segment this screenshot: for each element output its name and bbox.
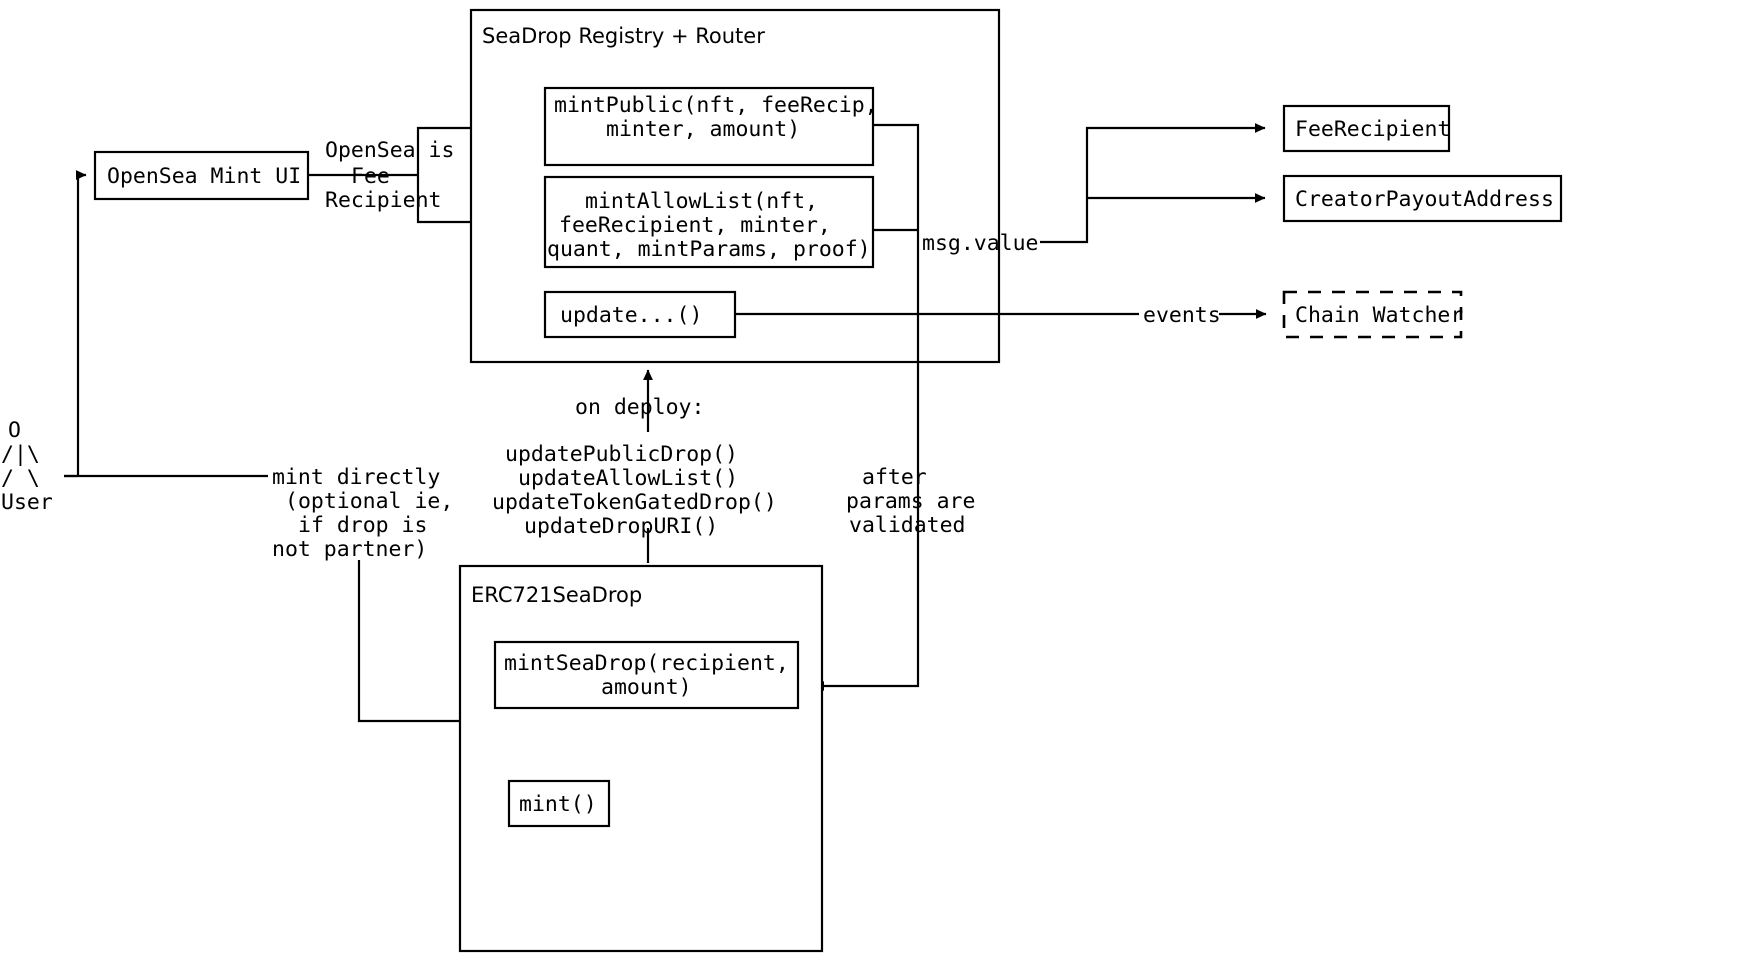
user-figure-head: O bbox=[8, 418, 21, 443]
mint-seadrop-line-1: mintSeaDrop(recipient, bbox=[504, 651, 789, 676]
node-fee-recipient[interactable]: FeeRecipient bbox=[1282, 104, 1451, 153]
mint-directly-line-2: (optional ie, bbox=[285, 489, 453, 514]
erc721-seadrop-container-box bbox=[458, 564, 824, 953]
fee-recipient-label: FeeRecipient bbox=[1295, 117, 1450, 142]
mint-seadrop-line-2: amount) bbox=[601, 675, 692, 700]
node-update-fn[interactable]: update...() bbox=[543, 290, 737, 339]
node-mint-public[interactable]: mintPublic(nft, feeRecip, minter, amount… bbox=[543, 86, 878, 167]
node-mint-allow-list[interactable]: mintAllowList(nft, feeRecipient, minter,… bbox=[543, 175, 875, 269]
edge-trunk-to-mintseadrop bbox=[813, 242, 920, 691]
node-chain-watcher[interactable]: Chain Watcher bbox=[1282, 290, 1463, 339]
user-figure-legs: / \ bbox=[1, 466, 40, 491]
edge-label-msg-value: msg.value bbox=[922, 231, 1039, 256]
edge-label-on-deploy: on deploy: updatePublicDrop() updateAllo… bbox=[492, 395, 777, 539]
creator-payout-address-label: CreatorPayoutAddress bbox=[1295, 187, 1554, 212]
opensea-is-fee-recipient-line-2: Fee bbox=[351, 164, 390, 189]
update-fn-box bbox=[543, 290, 737, 339]
fee-recipient-box bbox=[1282, 104, 1451, 153]
on-deploy-fn-1: updatePublicDrop() bbox=[505, 442, 738, 467]
mint-directly-line-4: not partner) bbox=[272, 537, 427, 562]
edge-label-events: events bbox=[1143, 303, 1221, 328]
mint-directly-line-3: if drop is bbox=[298, 513, 427, 538]
mint-fn-box bbox=[507, 779, 611, 828]
on-deploy-fn-3: updateTokenGatedDrop() bbox=[492, 490, 777, 515]
node-opensea-mint-ui[interactable]: OpenSea Mint UI bbox=[93, 150, 310, 201]
user-actor: O /|\ / \ User bbox=[1, 418, 53, 515]
user-label: User bbox=[1, 490, 53, 515]
mint-allow-list-line-3: quant, mintParams, proof) bbox=[547, 237, 871, 262]
mint-public-line-1: mintPublic(nft, feeRecip, bbox=[554, 93, 878, 118]
node-creator-payout-address[interactable]: CreatorPayoutAddress bbox=[1282, 174, 1563, 223]
mint-directly-line-1: mint directly bbox=[272, 465, 440, 490]
mint-seadrop-box bbox=[493, 640, 800, 710]
user-figure-arms: /|\ bbox=[1, 442, 40, 467]
update-fn-label: update...() bbox=[560, 303, 702, 328]
on-deploy-fn-4: updateDropURI() bbox=[524, 514, 718, 539]
after-params-line-2: params are bbox=[846, 489, 975, 514]
mint-allow-list-line-1: mintAllowList(nft, bbox=[585, 189, 818, 214]
mint-allow-list-box bbox=[543, 175, 875, 269]
opensea-mint-ui-label: OpenSea Mint UI bbox=[107, 164, 301, 189]
erc721-seadrop-container-title: ERC721SeaDrop bbox=[471, 583, 642, 607]
on-deploy-heading: on deploy: bbox=[575, 395, 704, 420]
mint-public-line-2: minter, amount) bbox=[606, 117, 800, 142]
mint-fn-label: mint() bbox=[519, 792, 597, 817]
node-mint-fn[interactable]: mint() bbox=[507, 779, 611, 828]
chain-watcher-label: Chain Watcher bbox=[1295, 303, 1463, 328]
edge-msgvalue-to-fee-recipient bbox=[1040, 123, 1266, 244]
edge-label-after-params-validated: after params are validated bbox=[846, 465, 975, 538]
after-params-line-3: validated bbox=[849, 513, 966, 538]
on-deploy-fn-2: updateAllowList() bbox=[518, 466, 738, 491]
opensea-is-fee-recipient-line-3: Recipient bbox=[325, 188, 442, 213]
edge-label-mint-directly: mint directly (optional ie, if drop is n… bbox=[272, 465, 453, 562]
node-mint-seadrop[interactable]: mintSeaDrop(recipient, amount) bbox=[493, 640, 800, 710]
edge-label-opensea-is-fee-recipient: OpenSea is Fee Recipient bbox=[325, 138, 454, 213]
registry-container-title: SeaDrop Registry + Router bbox=[482, 24, 765, 48]
opensea-is-fee-recipient-line-1: OpenSea is bbox=[325, 138, 454, 163]
edge-mintpublic-to-trunk bbox=[873, 123, 920, 242]
mint-allow-list-line-2: feeRecipient, minter, bbox=[559, 213, 831, 238]
mint-public-box bbox=[543, 86, 875, 167]
chain-watcher-box bbox=[1282, 290, 1463, 339]
node-erc721-seadrop[interactable]: ERC721SeaDrop bbox=[458, 564, 824, 953]
edge-user-to-opensea-ui bbox=[76, 170, 87, 476]
creator-payout-address-box bbox=[1282, 174, 1563, 223]
after-params-line-1: after bbox=[862, 465, 927, 490]
